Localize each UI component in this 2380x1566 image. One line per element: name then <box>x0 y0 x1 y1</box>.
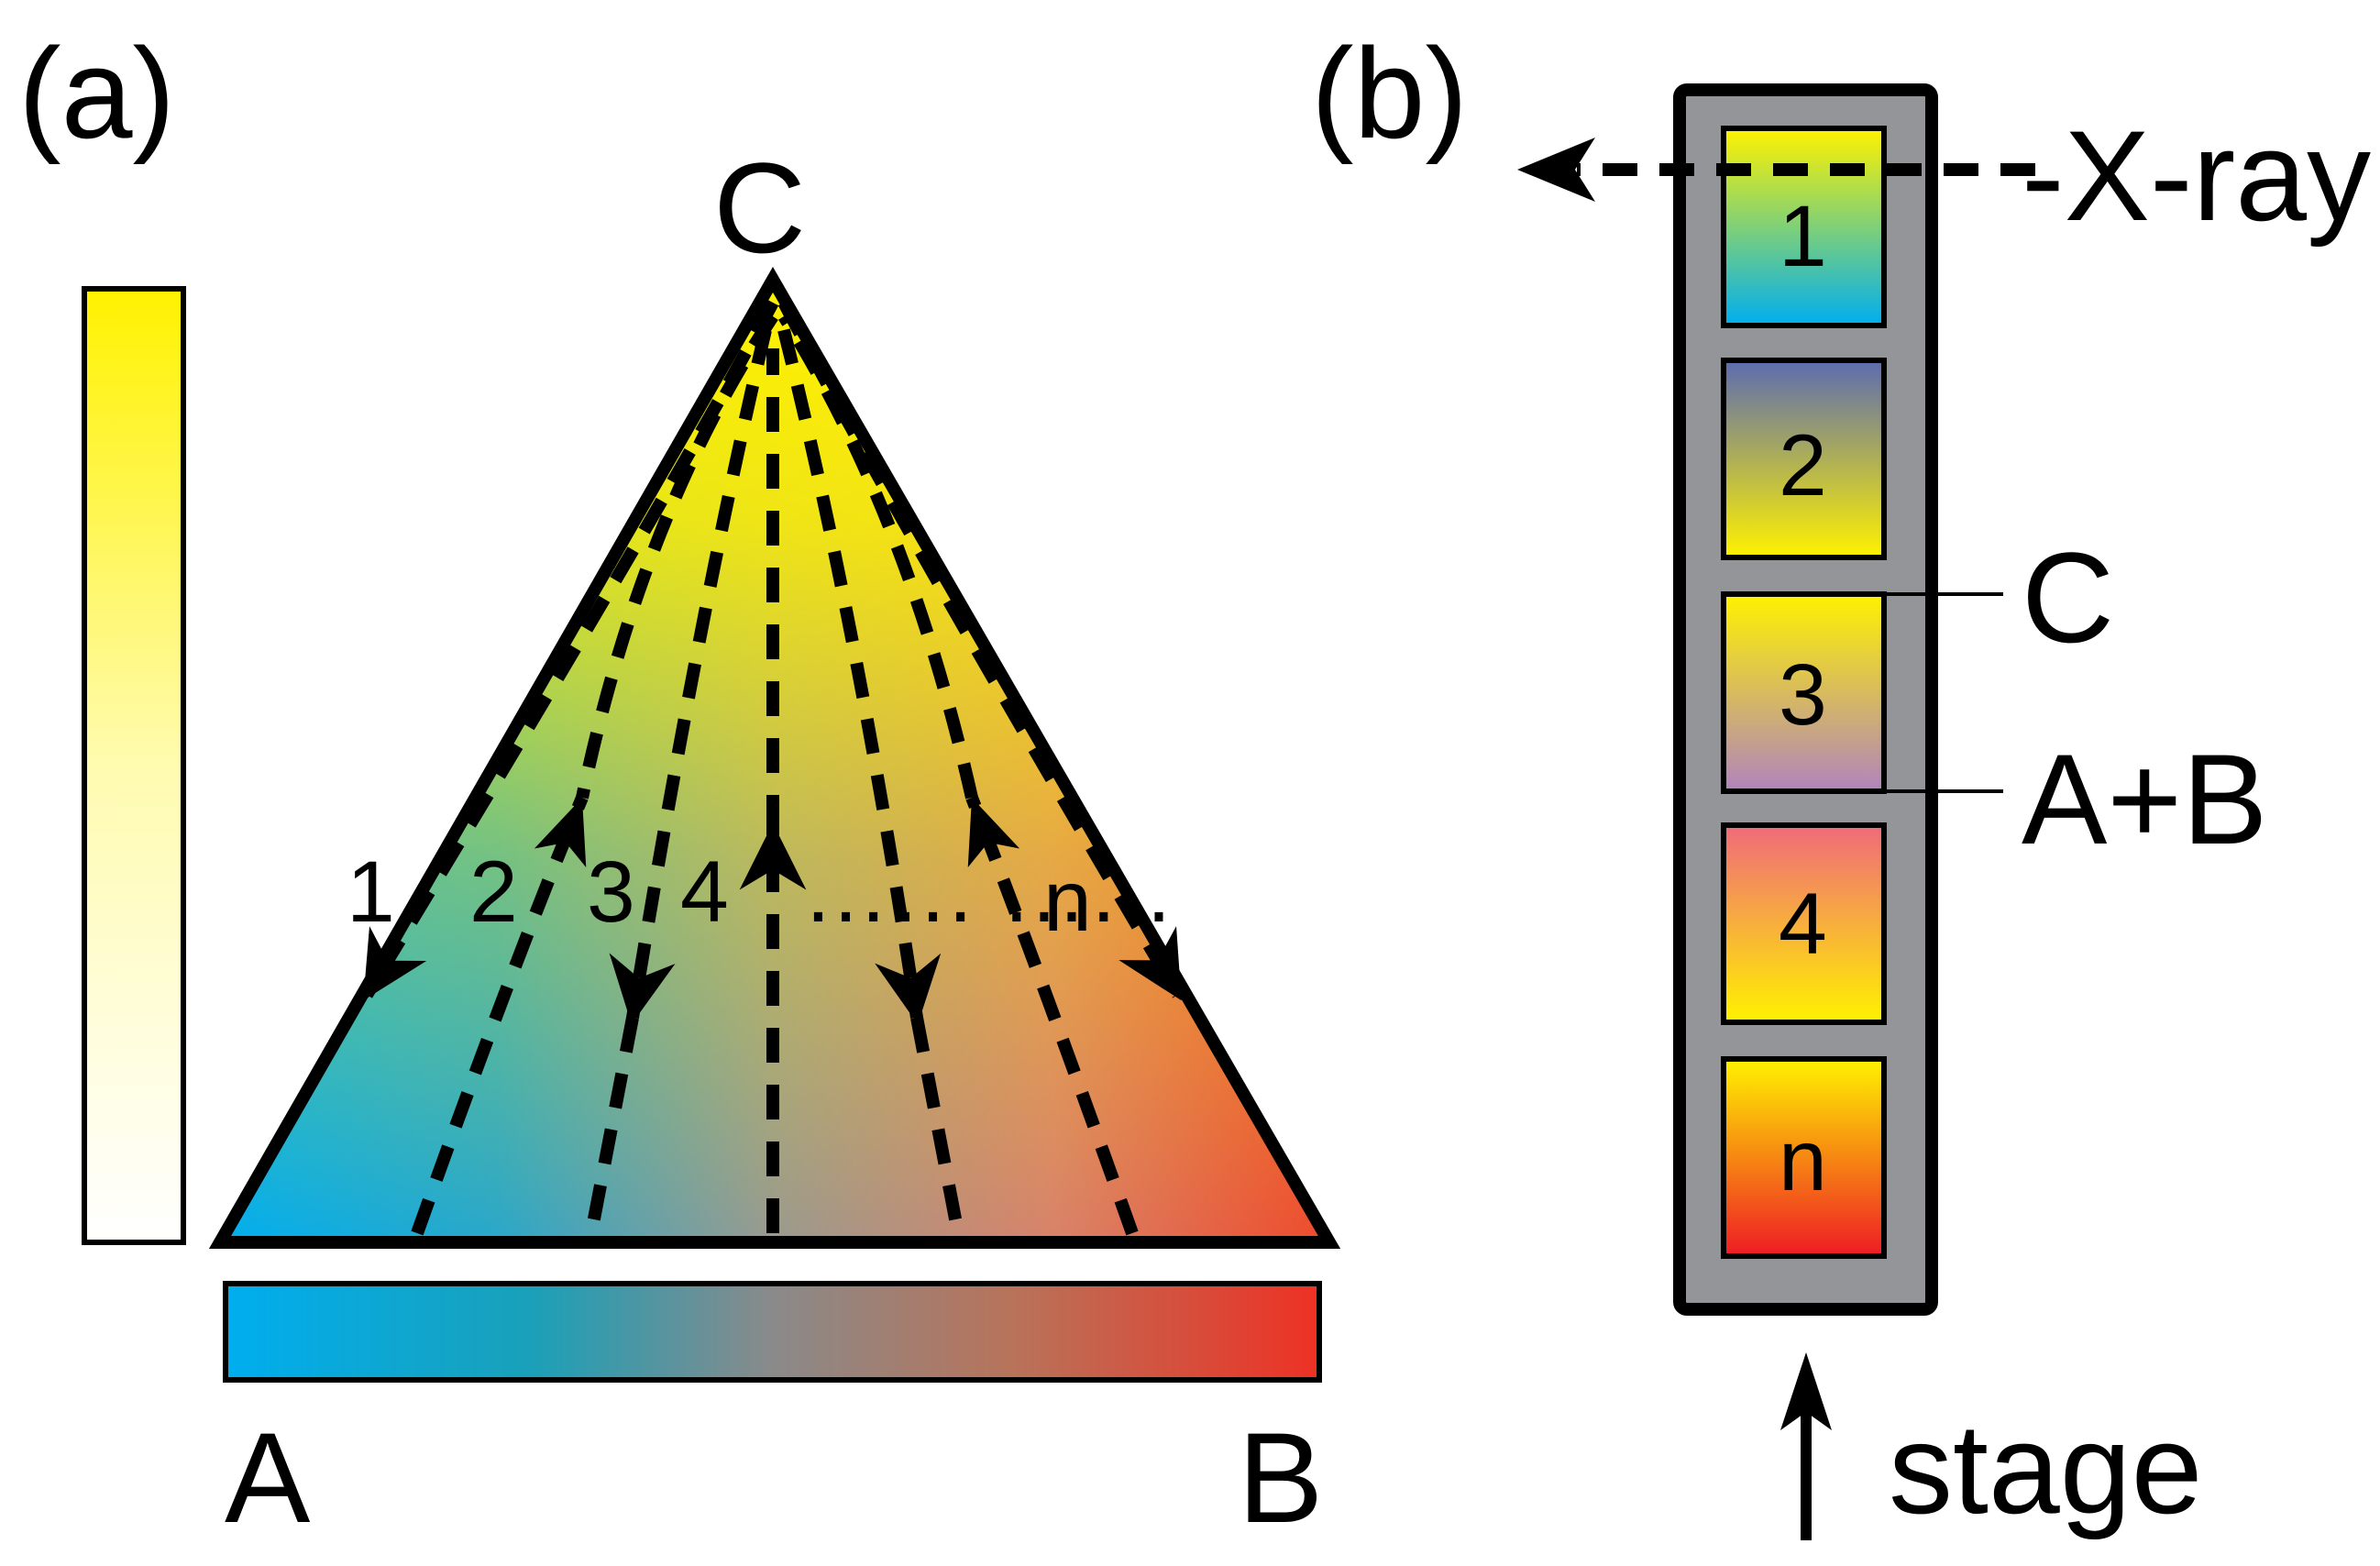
path-right-outer <box>777 299 1184 1001</box>
sample-n: n <box>1721 1056 1887 1259</box>
vertex-b-label: B <box>1238 1406 1323 1549</box>
sample-3: 3 <box>1721 591 1887 794</box>
path-ellipsis: …… …… <box>802 844 1174 941</box>
xray-arrowhead <box>1517 138 1595 202</box>
reaction-paths <box>361 299 1184 1236</box>
sample-4-label: 4 <box>1779 876 1827 973</box>
vertical-color-bar <box>82 286 186 1245</box>
path-label-2: 2 <box>469 844 518 941</box>
vertex-a-label: A <box>225 1406 311 1549</box>
path-n-lower <box>965 795 1139 1236</box>
stage-arrow <box>1780 1352 1832 1540</box>
ab-indicator-label: A+B <box>2022 727 2268 871</box>
path-label-1: 1 <box>347 844 395 941</box>
stage-label: stage <box>1889 1396 2202 1540</box>
path-right-inner-lower <box>910 1016 964 1235</box>
path-n-arrowhead <box>967 798 1020 868</box>
panel-b-label: (b) <box>1311 21 1468 165</box>
path-2-upper <box>576 313 778 800</box>
path-3-lower <box>585 1016 639 1235</box>
path-label-n: n <box>1043 853 1092 950</box>
path-label-4: 4 <box>680 844 729 941</box>
xray-label: -X-ray <box>2022 104 2371 248</box>
xray-beam <box>1517 138 2035 202</box>
path-n-upper <box>778 313 978 800</box>
path-label-3: 3 <box>587 844 635 941</box>
path-3-upper <box>609 328 772 1025</box>
sample-1-label: 1 <box>1779 188 1827 285</box>
panel-a-label: (a) <box>18 21 175 165</box>
sample-3-label: 3 <box>1779 646 1827 744</box>
sample-2: 2 <box>1721 358 1887 560</box>
horizontal-color-bar <box>223 1281 1322 1383</box>
vertex-c-label: C <box>713 136 806 280</box>
sample-2-label: 2 <box>1779 417 1827 514</box>
path-right-inner-upper <box>777 328 942 1025</box>
c-indicator-label: C <box>2022 525 2114 669</box>
sample-n-label: n <box>1779 1112 1827 1209</box>
sample-4: 4 <box>1721 822 1887 1025</box>
path-2-lower <box>411 795 589 1236</box>
path-2-arrowhead <box>534 798 587 868</box>
sample-1: 1 <box>1721 126 1887 328</box>
